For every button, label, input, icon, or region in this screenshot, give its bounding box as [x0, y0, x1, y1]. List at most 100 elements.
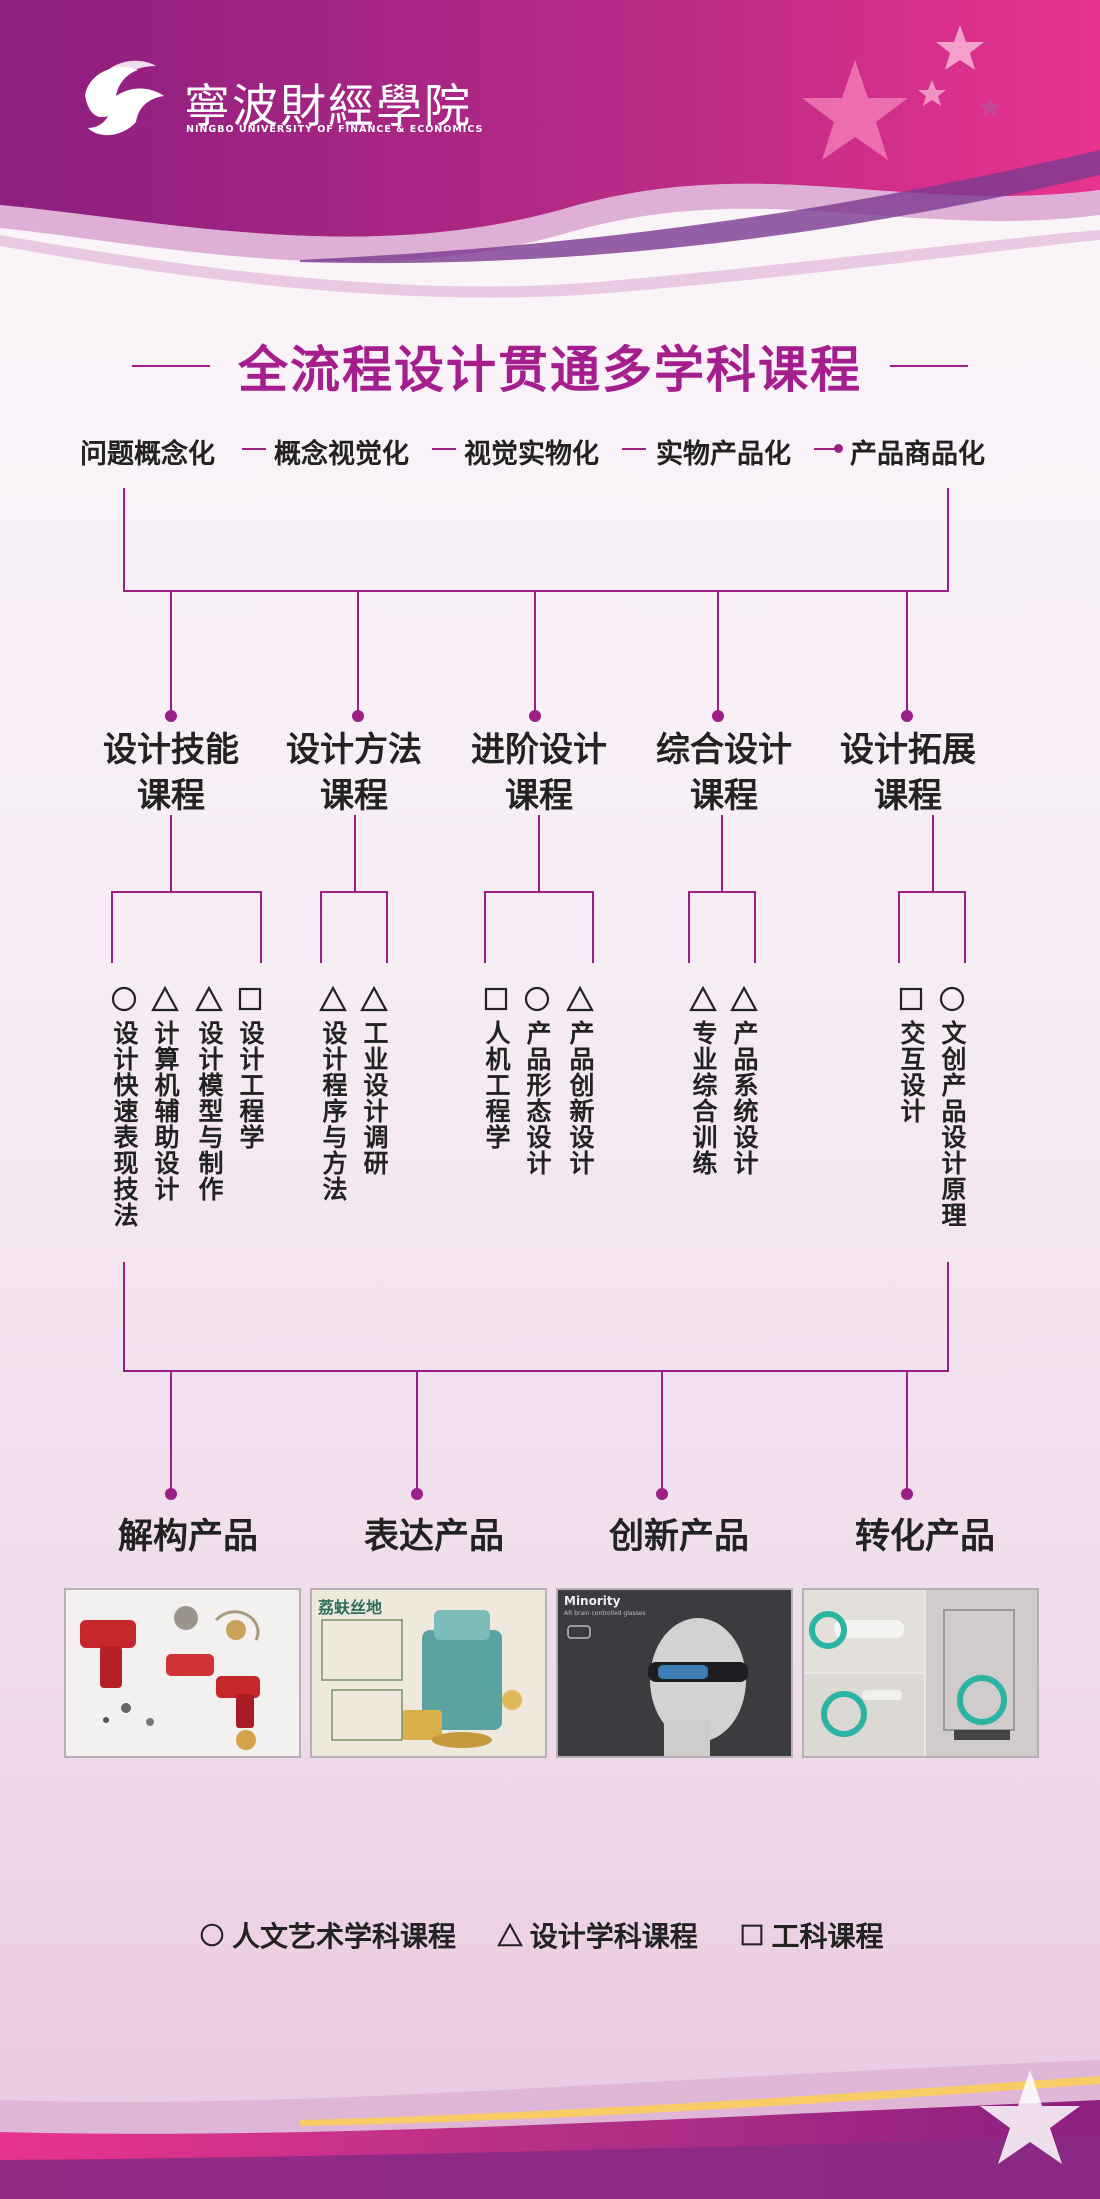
stage-connector	[622, 448, 646, 450]
course-item: 工业设计调研	[359, 984, 389, 1176]
course-item: 交互设计	[896, 984, 926, 1124]
sub-bracket-line	[688, 891, 690, 963]
page-title: 全流程设计贯通多学科课程	[238, 341, 862, 399]
header-banner	[0, 0, 1100, 298]
course-name: 设计程序与方法	[319, 1020, 348, 1202]
star-icon	[979, 96, 1001, 117]
sub-bracket-line	[484, 891, 594, 893]
course-name: 文创产品设计原理	[938, 1020, 967, 1228]
triangle-icon	[360, 985, 388, 1012]
category-design-skills: 设计技能 课程	[81, 727, 261, 819]
triangle-icon	[689, 985, 717, 1012]
product-innovate: 创新产品	[608, 1517, 749, 1557]
course-name: 工业设计调研	[360, 1020, 389, 1176]
category-label: 课程	[137, 776, 205, 816]
sub-bracket-line	[754, 891, 756, 963]
sub-bracket-line	[538, 815, 540, 893]
branch-line	[170, 590, 172, 718]
sub-bracket-line	[688, 891, 756, 893]
category-label: 课程	[505, 776, 573, 816]
branch-dot	[165, 710, 177, 722]
branch-dot	[165, 1488, 177, 1500]
triangle-icon	[195, 985, 223, 1012]
branch-dot	[901, 1488, 913, 1500]
course-item: 文创产品设计原理	[937, 984, 967, 1228]
star-icon	[936, 25, 984, 70]
course-item: 专业综合训练	[688, 984, 718, 1176]
course-name: 人机工程学	[482, 1020, 511, 1150]
sub-bracket-line	[354, 815, 356, 893]
circle-icon	[524, 986, 550, 1012]
sub-bracket-line	[170, 815, 172, 893]
legend-item: 设计学科课程	[496, 1915, 698, 1955]
course-name: 交互设计	[897, 1020, 926, 1124]
triangle-icon	[151, 985, 179, 1012]
course-name: 设计快速表现技法	[110, 1020, 139, 1228]
sub-bracket-line	[111, 891, 113, 963]
branch-dot	[712, 710, 724, 722]
sub-bracket-line	[111, 891, 262, 893]
branch-dot	[352, 710, 364, 722]
branch-line	[534, 590, 536, 718]
legend-label: 设计学科课程	[529, 1920, 698, 1953]
triangle-icon	[319, 985, 347, 1012]
title-left-rule	[132, 365, 210, 367]
course-name: 产品创新设计	[566, 1020, 595, 1176]
minority-title: Minority	[564, 1594, 621, 1608]
branch-dot	[656, 1488, 668, 1500]
photo-sketch-juicer: 荔蚨丝地	[310, 1588, 547, 1758]
footer-banner	[0, 2060, 1100, 2199]
course-name: 产品形态设计	[523, 1020, 552, 1176]
square-icon	[741, 1924, 762, 1946]
product-deconstruct: 解构产品	[117, 1517, 258, 1557]
stage-connector	[814, 448, 840, 450]
legend-item: 人文艺术学科课程	[198, 1915, 456, 1955]
course-item: 设计模型与制作	[194, 984, 224, 1202]
category-label: 进阶设计	[471, 730, 607, 770]
course-name: 产品系统设计	[730, 1020, 759, 1176]
course-item: 设计程序与方法	[318, 984, 348, 1202]
legend: 人文艺术学科课程 设计学科课程 工科课程	[198, 1915, 884, 1956]
sub-bracket-line	[964, 891, 966, 963]
category-label: 课程	[690, 776, 758, 816]
title-right-rule	[890, 365, 968, 367]
course-item: 产品系统设计	[729, 984, 759, 1176]
branch-dot	[901, 710, 913, 722]
product-express: 表达产品	[363, 1517, 504, 1557]
minority-subtitle: AR brain controlled glasses	[564, 1610, 646, 1617]
course-name: 设计工程学	[236, 1020, 265, 1150]
sub-bracket-line	[898, 891, 900, 963]
category-advanced-design: 进阶设计 课程	[449, 727, 629, 819]
logo-name-en: NINGBO UNIVERSITY OF FINANCE & ECONOMICS	[186, 124, 484, 135]
sub-bracket-line	[721, 815, 723, 893]
sub-bracket-line	[592, 891, 594, 963]
photo-transformed-product	[802, 1588, 1039, 1758]
sub-bracket-line	[386, 891, 388, 963]
triangle-icon	[496, 1922, 523, 1947]
stage-2: 概念视觉化	[274, 439, 409, 470]
star-icon	[918, 80, 946, 106]
branch-dot	[529, 710, 541, 722]
bracket-line	[123, 1370, 949, 1372]
category-label: 课程	[874, 776, 942, 816]
bracket-line	[947, 488, 949, 592]
course-item: 计算机辅助设计	[150, 984, 180, 1202]
legend-label: 工科课程	[771, 1920, 884, 1953]
stage-4: 实物产品化	[656, 439, 791, 470]
category-label: 设计拓展	[840, 730, 976, 770]
photo-deconstructed-drill	[64, 1588, 301, 1758]
bracket-line	[123, 488, 125, 592]
course-item: 产品创新设计	[565, 984, 595, 1176]
sketch-title: 荔蚨丝地	[318, 1598, 383, 1617]
category-design-methods: 设计方法 课程	[264, 727, 444, 819]
sub-bracket-line	[320, 891, 388, 893]
course-item: 人机工程学	[481, 984, 511, 1150]
branch-line	[416, 1370, 418, 1496]
branch-line	[357, 590, 359, 718]
logo-phoenix-icon	[85, 60, 164, 136]
sub-bracket-line	[898, 891, 966, 893]
star-icon	[802, 60, 908, 160]
course-name: 专业综合训练	[689, 1020, 718, 1176]
triangle-icon	[566, 985, 594, 1012]
course-item: 产品形态设计	[522, 984, 552, 1176]
